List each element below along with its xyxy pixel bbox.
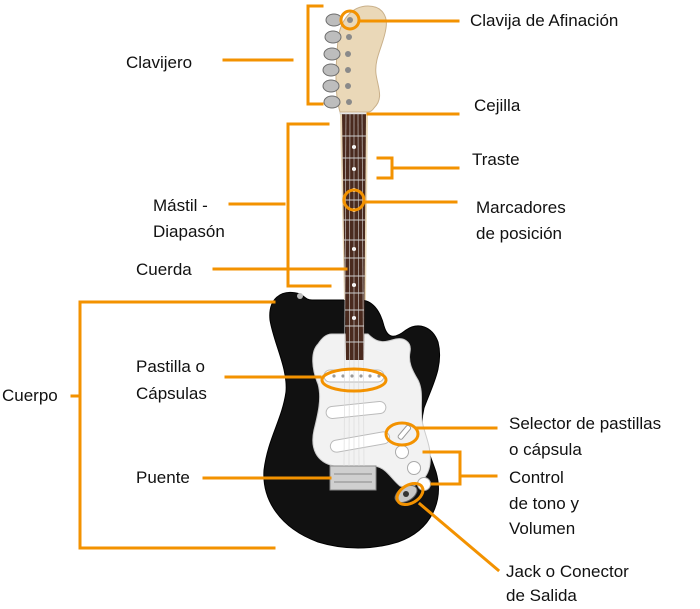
label-jack-line1: Jack o Conector [506, 562, 629, 581]
label-pickup-line1: Pastilla o [136, 357, 205, 376]
control-bracket [422, 450, 462, 486]
label-tuning-peg: Clavija de Afinación [470, 11, 619, 30]
tone-knob-1 [407, 461, 421, 475]
pickup-poles [332, 374, 381, 378]
marker-highlight [342, 188, 366, 212]
strings [343, 111, 365, 467]
label-headstock: Clavijero [126, 53, 193, 72]
label-string: Cuerda [136, 260, 192, 279]
pickup-highlight [320, 367, 388, 393]
label-control-line1: Control [509, 468, 564, 487]
label-control-line3: Volumen [509, 519, 576, 538]
label-bridge: Puente [136, 468, 190, 487]
volume-knob [395, 445, 409, 459]
label-markers-line2: de posición [476, 224, 563, 243]
selector-switch [397, 424, 412, 440]
label-neck-line1: Mástil - [153, 196, 208, 215]
bridge-plate [329, 465, 377, 491]
pickup-middle [325, 400, 387, 420]
label-nut: Cejilla [474, 96, 521, 115]
headstock-bracket [306, 4, 324, 106]
label-body: Cuerpo [2, 386, 58, 405]
label-control-line2: de tono y [509, 494, 579, 513]
annotations [70, 4, 501, 573]
jack-leader [417, 501, 501, 573]
selector-highlight [384, 421, 420, 447]
label-markers-line1: Marcadores [476, 198, 566, 217]
guitar [263, 5, 441, 549]
tuning-pegs [322, 13, 353, 109]
label-selector-line1: Selector de pastillas [509, 414, 662, 433]
label-neck-line2: Diapasón [153, 222, 225, 241]
neck-bracket [286, 122, 332, 288]
label-jack-line2: de Salida [506, 586, 577, 605]
label-pickup-line2: Cápsulas [136, 384, 207, 403]
label-selector-line2: o cápsula [509, 440, 582, 459]
body-bracket [78, 300, 276, 550]
fret-bracket [376, 156, 394, 180]
jack-highlight [395, 482, 425, 506]
label-fret: Traste [472, 150, 520, 169]
